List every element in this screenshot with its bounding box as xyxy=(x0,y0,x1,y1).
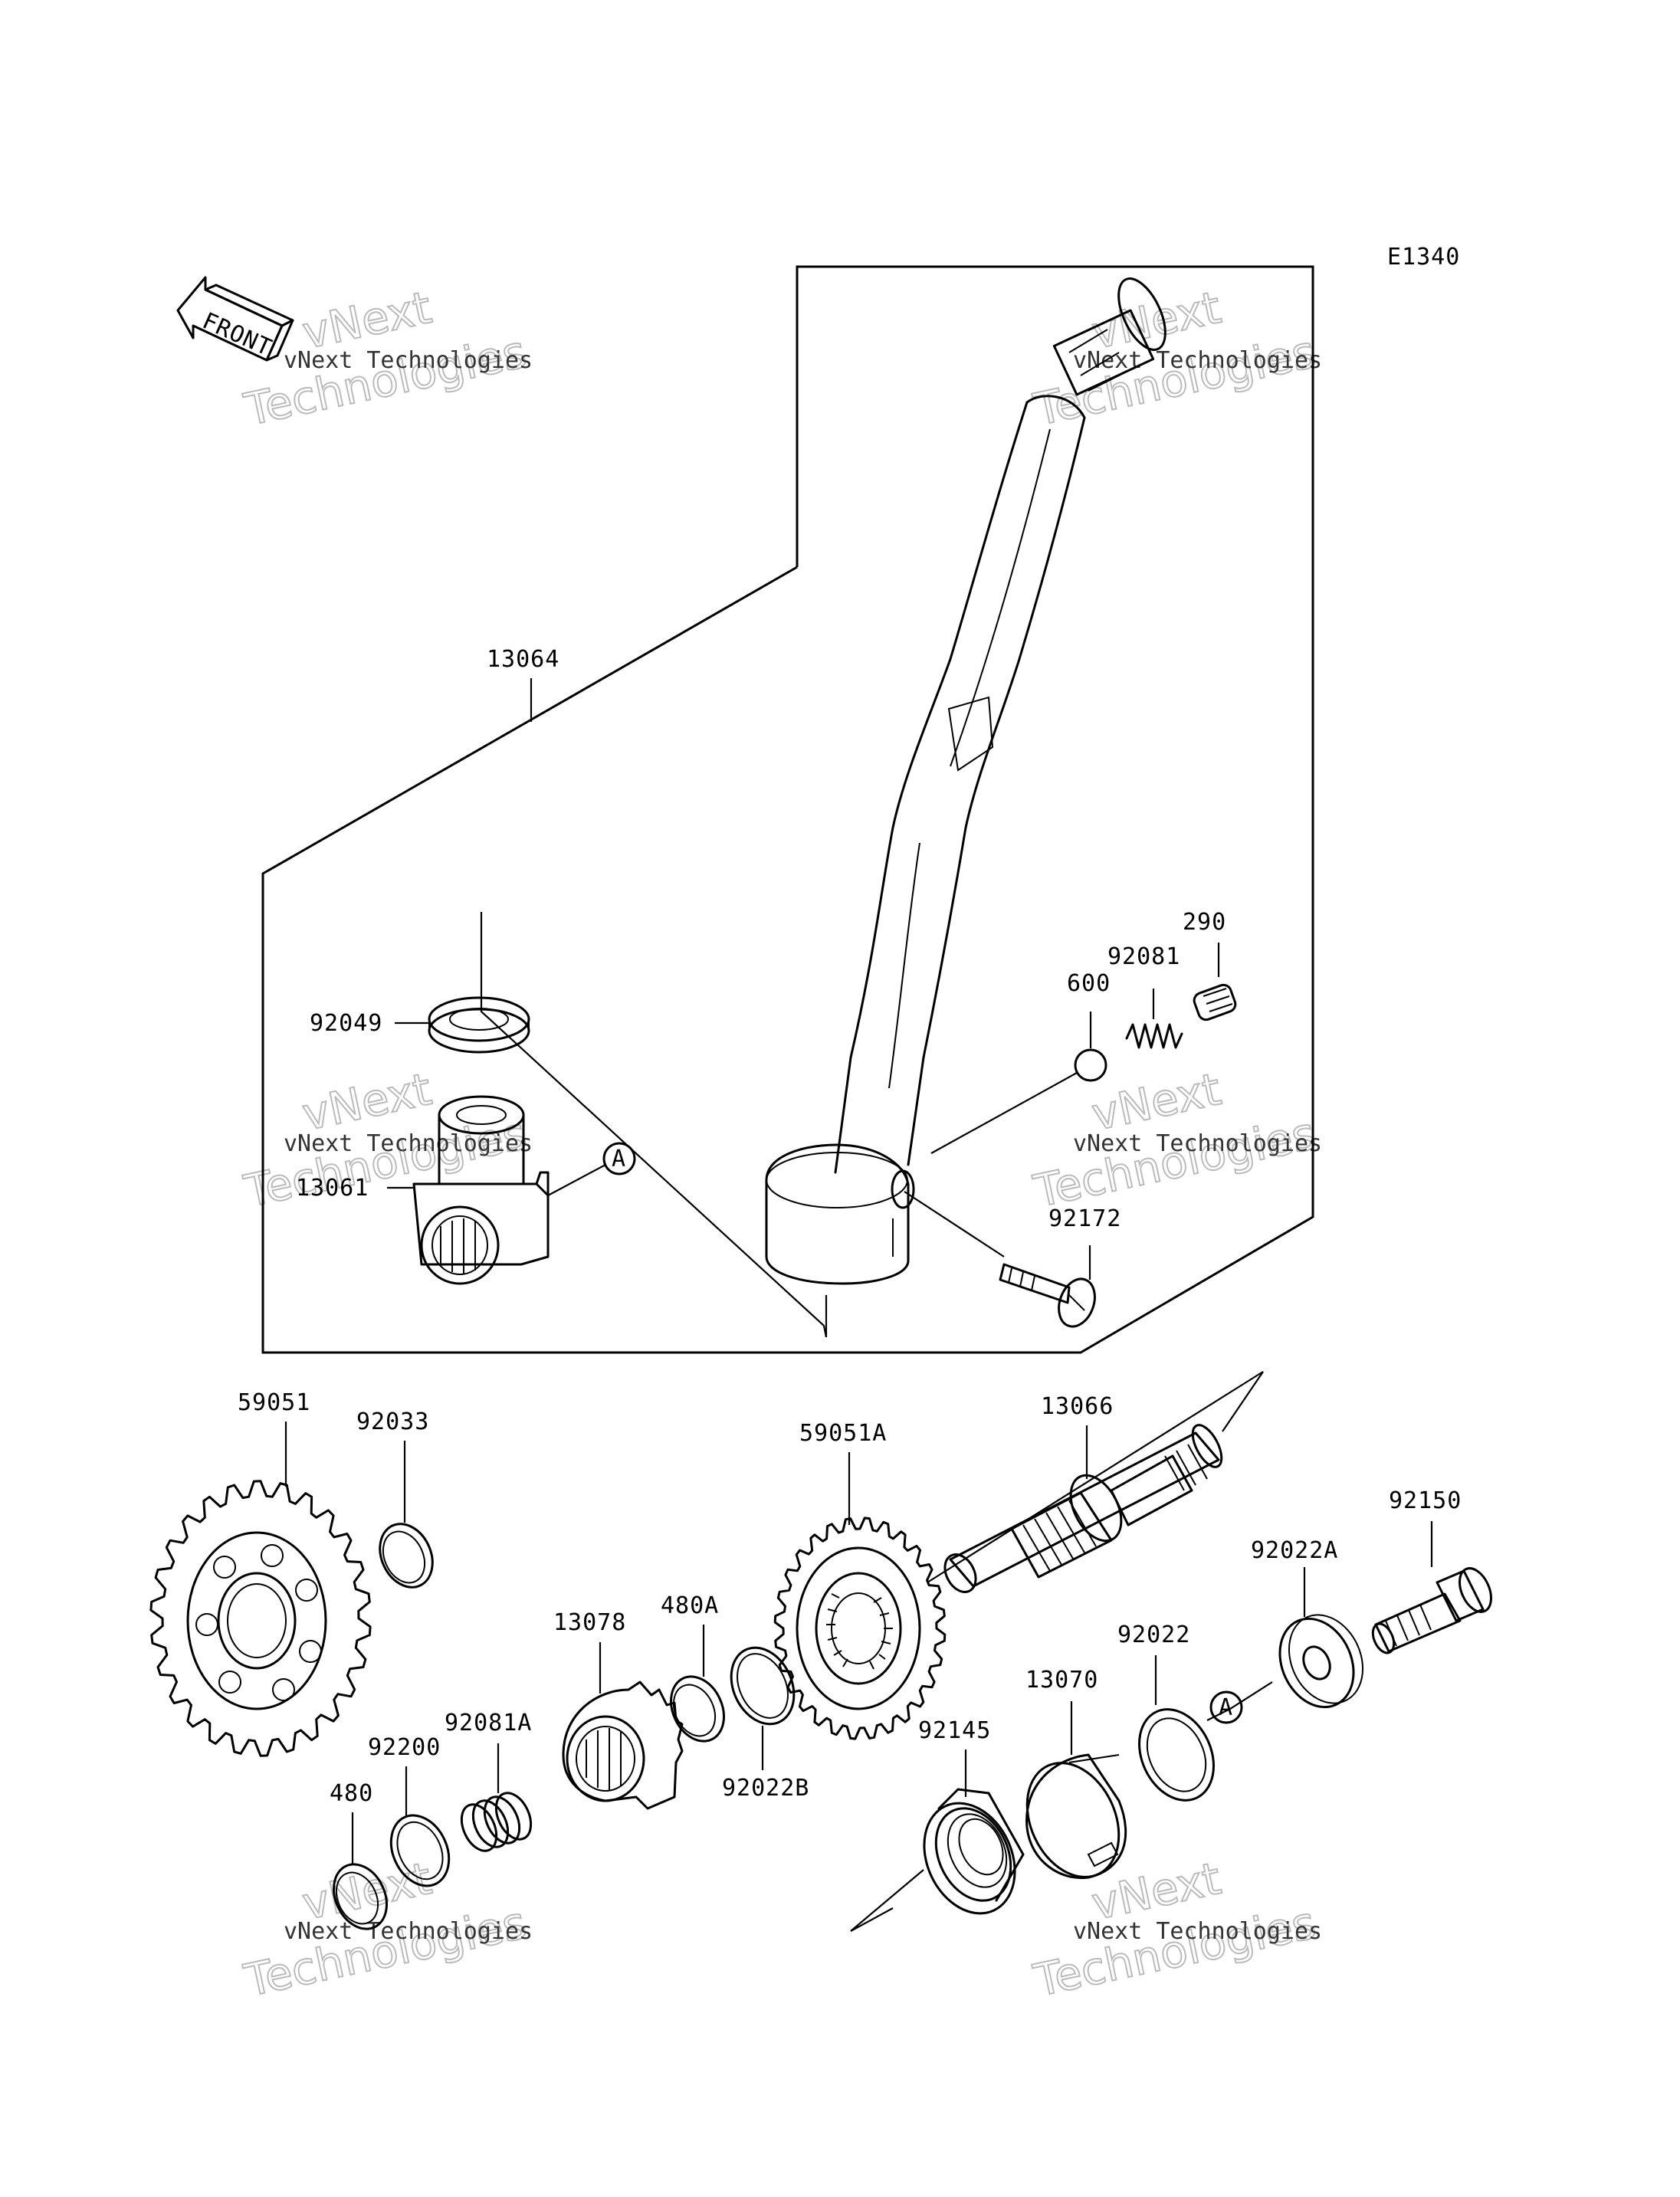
label-92172: 92172 xyxy=(1048,1205,1121,1232)
part-600-ball xyxy=(1074,1048,1107,1082)
part-59051A-gear xyxy=(773,1517,947,1740)
part-13061-bracket xyxy=(412,1095,550,1285)
svg-text:vNext Technologies: vNext Technologies xyxy=(284,1918,533,1945)
label-600: 600 xyxy=(1067,970,1111,997)
part-13066-shaft xyxy=(943,1424,1223,1593)
part-92022B-washer xyxy=(730,1646,796,1726)
part-92145-spring xyxy=(923,1788,1025,1915)
label-480: 480 xyxy=(330,1780,373,1807)
svg-text:A: A xyxy=(1219,1694,1233,1721)
label-92145: 92145 xyxy=(918,1717,991,1744)
watermark-bottom-left: vNext Technologies vNext Technologies xyxy=(239,1851,533,2008)
label-92022: 92022 xyxy=(1117,1622,1190,1648)
label-13061: 13061 xyxy=(296,1175,369,1202)
label-92200: 92200 xyxy=(368,1734,441,1761)
part-13078-ratchet xyxy=(562,1681,684,1810)
part-480A-circlip xyxy=(670,1675,725,1743)
label-13078: 13078 xyxy=(553,1609,626,1636)
assembly-box-13064 xyxy=(261,265,1314,1354)
watermark-top-left: vNext Technologies vNext Technologies xyxy=(239,280,533,437)
svg-text:FRONT: FRONT xyxy=(199,307,276,362)
part-92022-washer xyxy=(1138,1708,1215,1802)
label-290: 290 xyxy=(1183,909,1226,936)
svg-text:vNext Technologies: vNext Technologies xyxy=(284,347,533,374)
svg-text:A: A xyxy=(612,1146,626,1172)
label-92150: 92150 xyxy=(1389,1487,1462,1514)
part-92049-seal xyxy=(428,996,530,1054)
kick-pedal xyxy=(765,277,1166,1285)
part-92081-spring xyxy=(1125,1023,1183,1049)
part-480-circlip xyxy=(333,1863,388,1930)
part-92172-bolt xyxy=(999,1263,1096,1328)
diagram-code: E1340 xyxy=(1387,244,1460,271)
part-92200-washer xyxy=(389,1814,451,1887)
label-13066: 13066 xyxy=(1041,1393,1114,1420)
svg-text:vNext Technologies: vNext Technologies xyxy=(1073,1130,1322,1157)
svg-text:vNext Technologies: vNext Technologies xyxy=(1073,347,1322,374)
part-92150-bolt xyxy=(1371,1567,1492,1654)
label-13064: 13064 xyxy=(487,646,559,673)
label-480A: 480A xyxy=(661,1592,719,1619)
label-92033: 92033 xyxy=(356,1408,429,1435)
part-59051-gear xyxy=(149,1480,372,1757)
label-92081: 92081 xyxy=(1107,943,1180,970)
part-13070-collar xyxy=(1025,1753,1127,1880)
watermark-top-right: vNext Technologies vNext Technologies xyxy=(1029,280,1322,437)
part-92022A-washer xyxy=(1278,1614,1364,1709)
callout-a-upper xyxy=(602,1142,636,1176)
label-92022A: 92022A xyxy=(1251,1537,1338,1564)
svg-text:vNext Technologies: vNext Technologies xyxy=(284,1130,533,1157)
label-92081A: 92081A xyxy=(445,1710,532,1736)
part-290-setscrew xyxy=(1193,983,1237,1021)
front-arrow-icon: FRONT xyxy=(176,276,294,362)
label-59051: 59051 xyxy=(238,1389,310,1416)
watermark-mid-right: vNext Technologies vNext Technologies xyxy=(1029,1062,1322,1218)
label-92022B: 92022B xyxy=(722,1775,809,1802)
part-92033-circlip xyxy=(379,1523,434,1589)
svg-text:vNext Technologies: vNext Technologies xyxy=(1073,1918,1322,1945)
label-59051A: 59051A xyxy=(799,1420,887,1447)
part-92081A-spring xyxy=(460,1792,533,1852)
callout-a-lower xyxy=(1209,1690,1243,1724)
label-92049: 92049 xyxy=(310,1010,382,1037)
label-13070: 13070 xyxy=(1025,1667,1098,1694)
watermark-mid-left: vNext Technologies vNext Technologies xyxy=(239,1062,533,1218)
